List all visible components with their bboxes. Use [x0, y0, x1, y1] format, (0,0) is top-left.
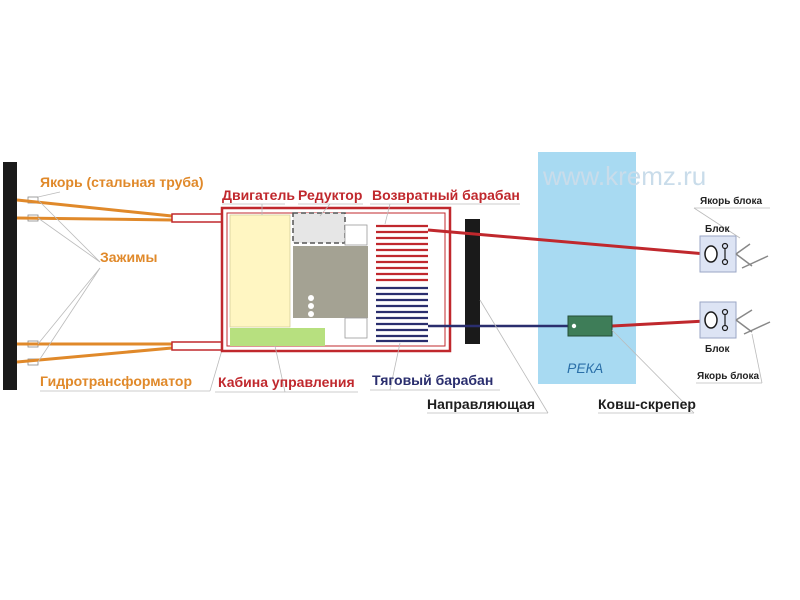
engine-block: [229, 214, 291, 328]
label-block-top: Блок: [705, 224, 731, 235]
label-traction-drum: Тяговый барабан: [372, 372, 493, 388]
block-anchor-top: [735, 243, 769, 269]
block-bottom: [699, 301, 737, 339]
tow-bar-bottom: [171, 341, 223, 351]
gearbox-block: [293, 246, 368, 318]
anchor-cables: [16, 198, 173, 364]
label-guide: Направляющая: [427, 396, 535, 412]
label-clamps: Зажимы: [100, 249, 157, 265]
label-bucket-scraper: Ковш-скрепер: [598, 396, 696, 412]
label-block-bottom: Блок: [705, 344, 731, 355]
label-control-cabin: Кабина управления: [218, 374, 355, 390]
scraper-hook: [571, 323, 577, 329]
traction-drum: [374, 285, 430, 343]
coupling-circles: [308, 295, 314, 317]
label-torque-converter: Гидротрансформатор: [40, 373, 192, 389]
control-cabin: [230, 328, 325, 346]
label-river: РЕКА: [567, 360, 603, 376]
tow-bar-top: [171, 213, 223, 223]
reducer-block: [292, 212, 346, 244]
block-top: [699, 235, 737, 273]
label-reducer: Редуктор: [298, 187, 362, 203]
watermark: www.kremz.ru: [542, 161, 706, 191]
river-area: [538, 152, 636, 384]
anchor-pipe: [3, 162, 17, 390]
scraper-return-cable: [611, 319, 707, 328]
bucket-scraper: [567, 315, 613, 337]
leader-lines-left: [37, 191, 223, 392]
return-drum: [374, 223, 430, 285]
label-block-anchor-bottom: Якорь блока: [697, 370, 759, 382]
guide-bar: [465, 219, 480, 344]
return-cable: [427, 228, 707, 256]
label-return-drum: Возвратный барабан: [372, 187, 520, 203]
reducer-output: [344, 224, 368, 246]
label-block-anchor-top: Якорь блока: [700, 195, 762, 207]
label-engine: Двигатель: [222, 187, 295, 203]
label-anchor-pipe: Якорь (стальная труба): [40, 174, 203, 190]
block-anchor-bottom: [735, 309, 771, 335]
leader-lines-center: [215, 203, 770, 414]
gearbox-output: [344, 317, 368, 339]
